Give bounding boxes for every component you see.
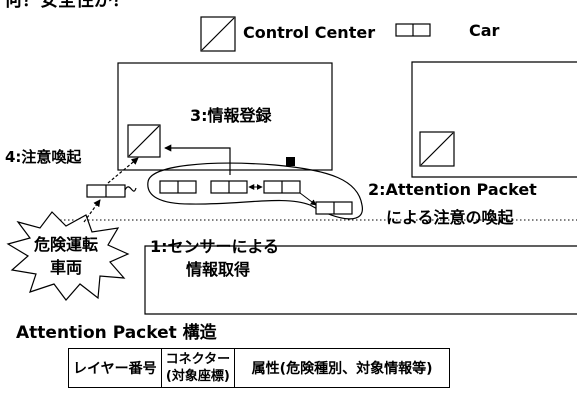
top-clipped-caption-text: 何？安全性が？ — [4, 0, 130, 11]
right-layer-panel — [411, 61, 577, 178]
car-icon — [210, 180, 248, 194]
layer-number-cell: レイヤー番号 — [68, 348, 162, 388]
control-center-icon-left — [127, 124, 161, 158]
car-icon — [159, 180, 197, 194]
hazard-label-line1: 危険運転 — [34, 235, 98, 254]
car-icon — [315, 201, 353, 215]
lower-layer-panel — [144, 245, 577, 315]
car-legend-icon — [395, 23, 431, 37]
connector-cell: コネクター (対象座標) — [160, 348, 236, 388]
packet-structure-table: レイヤー番号 コネクター (対象座標) 属性(危険種別、対象情報等) — [68, 348, 451, 388]
step1-label-line1: 1:センサーによる — [150, 237, 279, 256]
sensor-arrow — [83, 199, 101, 223]
hazard-starburst-icon — [6, 211, 130, 301]
alert-arrow — [107, 157, 139, 184]
attributes-cell: 属性(危険種別、対象情報等) — [234, 348, 451, 388]
step2-label-line2: による注意の喚起 — [386, 208, 515, 227]
step2-label-line1: 2:Attention Packet — [368, 180, 537, 199]
attention-packet-loop — [147, 162, 363, 220]
step3-label: 3:情報登録 — [190, 106, 273, 125]
connector-sub-label: (対象座標) — [165, 369, 230, 384]
marker-square-icon — [286, 157, 295, 166]
car-icon — [263, 180, 301, 194]
step4-label: 4:注意喚起 — [5, 148, 82, 166]
legend-control-center-label: Control Center — [243, 23, 375, 42]
car-link-arrow — [299, 192, 317, 206]
car-icon — [86, 184, 126, 198]
squiggle-line — [124, 186, 137, 192]
registration-arrow — [164, 144, 231, 175]
hazard-label-line2: 車両 — [50, 258, 82, 277]
top-clipped-caption: 何？安全性が？ — [0, 0, 577, 22]
table-row: レイヤー番号 コネクター (対象座標) 属性(危険種別、対象情報等) — [68, 348, 451, 388]
legend: Control Center Car — [200, 16, 500, 52]
connector-label: コネクター — [165, 352, 231, 367]
packet-structure-title: Attention Packet 構造 — [16, 323, 217, 343]
step1-label-line2: 情報取得 — [186, 260, 250, 279]
legend-car-label: Car — [469, 21, 500, 40]
